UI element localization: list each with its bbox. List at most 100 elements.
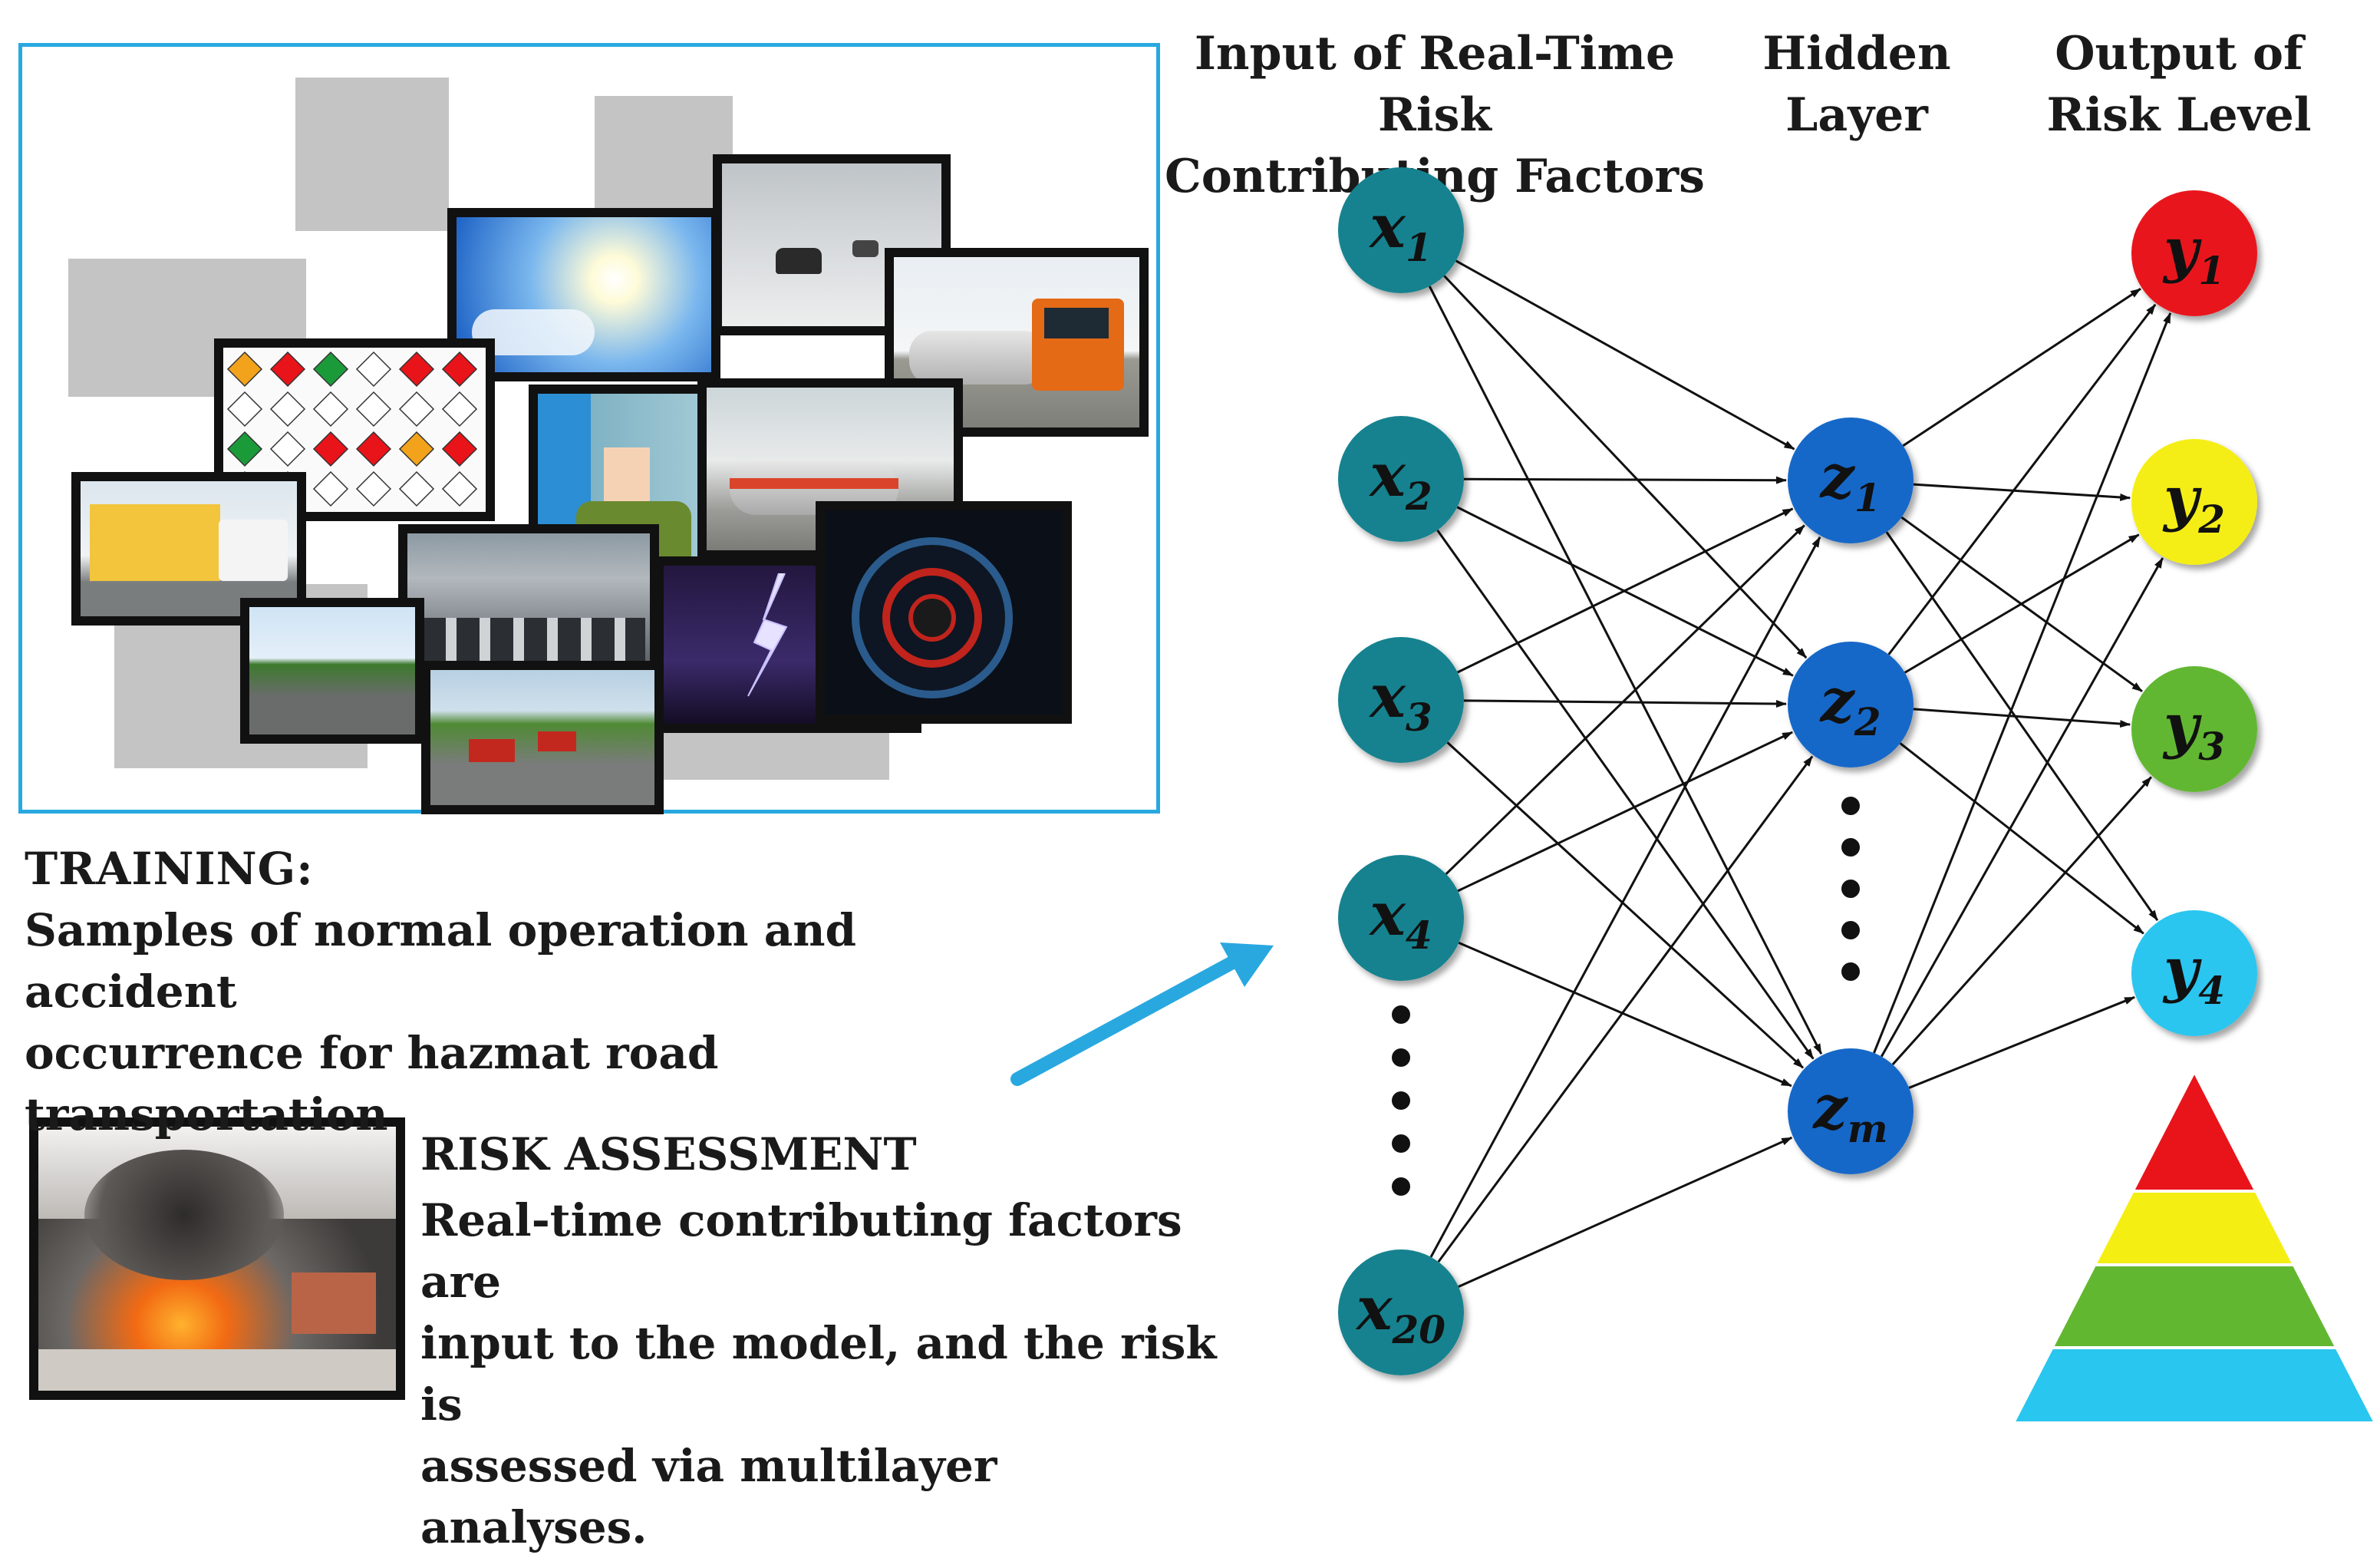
hazmat-placard — [398, 351, 435, 388]
hazmat-placard — [269, 431, 306, 467]
hazmat-placard — [441, 431, 478, 467]
connection-arrow — [1463, 699, 1788, 708]
hidden-node-zm-label: zm — [1811, 1073, 1887, 1151]
hidden-node-zm-circle — [1788, 1048, 1914, 1174]
connection-arrow — [1885, 531, 2159, 921]
truck-fire-photo — [29, 1117, 405, 1400]
output-node-y4-circle — [2131, 910, 2257, 1036]
training-arrow — [1010, 942, 1274, 1086]
training-description: Samples of normal operation and accident… — [25, 899, 1045, 1145]
hazmat-placard — [269, 391, 306, 427]
connection-arrow — [1463, 476, 1788, 484]
training-heading: TRAINING: — [25, 843, 314, 895]
hazmat-placard — [355, 431, 392, 467]
hazmat-placard — [441, 391, 478, 427]
hidden-node-z2-circle — [1788, 642, 1914, 767]
output-node-y1-label: y1 — [2162, 215, 2225, 293]
output-node-y4-label: y4 — [2162, 935, 2225, 1013]
ellipsis-dot — [1841, 880, 1860, 898]
connection-arrow — [1457, 507, 1794, 674]
input-node-x4-circle — [1338, 855, 1464, 981]
title-line: Hidden — [1762, 27, 1951, 81]
ellipsis-dot — [1392, 1177, 1410, 1196]
pyramid-level-4 — [2010, 1346, 2378, 1424]
connection-arrow — [1887, 303, 2157, 655]
input-node-x20-circle — [1338, 1249, 1464, 1375]
hidden-node-zm: zm — [1788, 1048, 1914, 1174]
hazmat-placard — [269, 351, 306, 388]
pyramid-level-2 — [2092, 1190, 2297, 1266]
trucks-on-highway-photo — [421, 661, 664, 814]
connection-arrow — [1904, 533, 2140, 674]
hazmat-placard — [398, 391, 435, 427]
hazmat-placard — [226, 351, 263, 388]
hazmat-placard — [355, 391, 392, 427]
output-node-y1-circle — [2131, 190, 2257, 316]
ellipsis-dot — [1392, 1048, 1410, 1067]
connection-arrow — [1446, 741, 1805, 1069]
input-node-x1-circle — [1338, 167, 1464, 293]
hazmat-placard — [355, 470, 392, 507]
input-node-x2-circle — [1338, 416, 1464, 542]
ellipsis-dot — [1392, 1005, 1410, 1024]
output-node-y3: y3 — [2131, 666, 2257, 792]
ellipsis-dot — [1841, 797, 1860, 815]
connection-arrow — [1913, 708, 2131, 728]
highway-photo — [240, 598, 424, 744]
sunny-sky-photo — [447, 208, 720, 381]
input-node-x3-circle — [1338, 637, 1464, 763]
input-node-x2-label: x2 — [1368, 441, 1432, 519]
connection-arrow — [1899, 742, 2144, 935]
output-node-y1: y1 — [2131, 190, 2257, 316]
connection-arrow — [1913, 483, 2131, 501]
title-line: Input of Real-Time Risk — [1194, 27, 1676, 142]
risk-assessment-heading: RISK ASSESSMENT — [420, 1128, 917, 1180]
risk-level-pyramid — [2010, 1068, 2378, 1424]
title-line: Layer — [1785, 88, 1928, 142]
title-line: Output of — [2055, 27, 2303, 81]
output-node-y3-circle — [2131, 666, 2257, 792]
hidden-node-z2-label: z2 — [1818, 666, 1881, 744]
connection-arrow — [1445, 524, 1805, 875]
hazmat-placard — [226, 431, 263, 467]
connection-arrow — [1458, 1136, 1793, 1288]
input-node-x1-label: x1 — [1368, 192, 1432, 270]
collage-frame — [18, 43, 1160, 814]
input-node-x4-label: x4 — [1368, 880, 1432, 958]
training-line: occurrence for hazmat road transportatio… — [25, 1027, 719, 1140]
hidden-node-z1-circle — [1788, 418, 1914, 543]
ellipsis-dot — [1392, 1134, 1410, 1153]
output-layer-title: Output of Risk Level — [2026, 23, 2332, 146]
input-node-x3: x3 — [1338, 637, 1464, 763]
connection-arrow — [1429, 536, 1821, 1258]
hazmat-placard — [441, 470, 478, 507]
ellipsis-dot — [1392, 1091, 1410, 1110]
hazmat-placard — [355, 351, 392, 388]
connection-arrow — [1902, 288, 2141, 447]
hidden-node-z1: z1 — [1788, 418, 1914, 543]
hazmat-placard — [312, 470, 349, 507]
connection-arrow — [1880, 557, 2164, 1058]
ellipsis-dot — [1841, 921, 1860, 939]
hazmat-placard — [398, 431, 435, 467]
risk-line: assessed via multilayer analyses. — [420, 1440, 997, 1553]
hazmat-placard — [312, 391, 349, 427]
gray-block — [295, 78, 449, 231]
connection-arrow — [1908, 995, 2135, 1089]
connection-arrow — [1458, 942, 1792, 1088]
connection-arrow — [1443, 275, 1808, 659]
hidden-layer-title: Hidden Layer — [1742, 23, 1972, 146]
input-node-x4: x4 — [1338, 855, 1464, 981]
connection-arrow — [1891, 776, 2152, 1066]
hazmat-placard — [398, 470, 435, 507]
hazmat-placard — [312, 431, 349, 467]
ellipsis-dot — [1841, 962, 1860, 981]
hazmat-placard — [441, 351, 478, 388]
input-node-x20: x20 — [1338, 1249, 1464, 1375]
training-line: Samples of normal operation and accident — [25, 904, 857, 1018]
hidden-node-z1-label: z1 — [1818, 442, 1881, 520]
output-node-y3-label: y3 — [2162, 691, 2225, 769]
tanker-truck-photo — [885, 248, 1149, 437]
output-node-y2: y2 — [2131, 439, 2257, 565]
speedometer-photo — [816, 501, 1072, 724]
